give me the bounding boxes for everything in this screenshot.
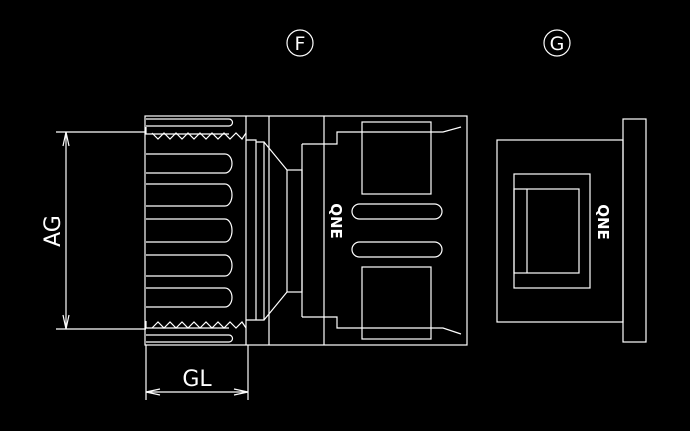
side-view: QNE — [144, 115, 468, 346]
svg-text:AG: AG — [41, 215, 66, 247]
grip-fins — [145, 118, 247, 343]
svg-text:F: F — [295, 33, 306, 55]
dimension-gl: GL — [145, 345, 249, 400]
svg-text:GL: GL — [182, 367, 212, 392]
brand-mark-end: QNE — [594, 204, 612, 240]
end-view: QNE — [496, 118, 647, 343]
view-label-f: F — [286, 29, 314, 57]
dimension-ag: AG — [41, 131, 146, 330]
view-label-g: G — [543, 29, 571, 57]
svg-text:G: G — [550, 33, 565, 55]
brand-mark-side: QNE — [327, 203, 345, 239]
